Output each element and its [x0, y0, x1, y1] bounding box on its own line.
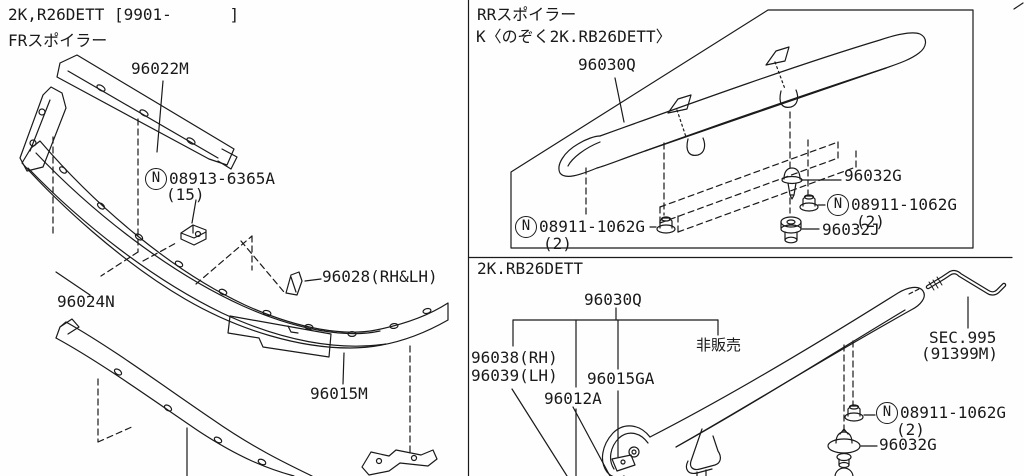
nut-icon — [844, 404, 864, 422]
callout-96032G-2k[interactable]: 96032G — [879, 435, 937, 454]
n-prefix-icon: N — [145, 168, 167, 190]
callout-96012A[interactable]: 96012A — [544, 389, 602, 408]
section-dividers — [467, 0, 1024, 476]
callout-96039[interactable]: 96039(LH) — [471, 366, 558, 385]
pin-icon — [781, 167, 803, 200]
qty-08911-right: (2) — [856, 212, 885, 231]
sec-ref-label[interactable]: SEC.995 — [929, 328, 997, 347]
nut-icon — [799, 194, 819, 212]
rear-wing-2k-drawing — [601, 286, 925, 476]
front-leader-lines — [55, 80, 345, 476]
callout-96015M[interactable]: 96015M — [310, 384, 368, 403]
rear-k-leader-lines — [614, 77, 842, 230]
front-spoiler-drawing — [19, 54, 449, 476]
qty-08911-left: (2) — [543, 234, 572, 253]
qty-08913-6365A: (15) — [166, 185, 205, 204]
callout-08911-1062G-2k[interactable]: N 08911-1062G — [876, 402, 1006, 424]
grommet-icon — [780, 216, 802, 244]
callout-96032J[interactable]: 96032J — [822, 220, 880, 239]
grommet-pin-icon — [827, 428, 861, 476]
callout-08913-6365A[interactable]: N 08913-6365A — [145, 168, 275, 190]
n-prefix-icon: N — [876, 402, 898, 424]
clip-icon — [285, 271, 303, 296]
callout-96024N[interactable]: 96024N — [57, 292, 115, 311]
rear-k-dashed-lines — [585, 111, 857, 233]
callout-96038[interactable]: 96038(RH) — [471, 348, 558, 367]
rear-k-section-subtitle: K〈のぞく2K.RB26DETT〉 — [476, 27, 672, 46]
screw-grommet-icon — [180, 224, 207, 246]
front-section-subtitle: FRスポイラー — [8, 31, 108, 50]
front-section-title: 2K,R26DETT [9901- ] — [8, 5, 240, 24]
callout-96022M[interactable]: 96022M — [131, 59, 189, 78]
callout-96030Q[interactable]: 96030Q — [578, 55, 636, 74]
not-sold-note: 非販売 — [696, 336, 742, 354]
front-dashed-lines — [52, 118, 411, 453]
stud-rod-icon — [925, 269, 1007, 296]
part-number: 08911-1062G — [900, 403, 1006, 422]
rear-wing-k-drawing — [558, 32, 927, 177]
callout-08911-1062G-right[interactable]: N 08911-1062G — [827, 194, 957, 216]
callout-08911-1062G-left[interactable]: N 08911-1062G — [515, 216, 645, 238]
rear-k-section-title: RRスポイラー — [477, 5, 577, 24]
rear-2k-section-title: 2K.RB26DETT — [477, 259, 583, 278]
part-number: 08911-1062G — [851, 195, 957, 214]
qty-08911-2k: (2) — [896, 420, 925, 439]
part-number: 08911-1062G — [539, 217, 645, 236]
part-number: 08913-6365A — [169, 169, 275, 188]
callout-96032G[interactable]: 96032G — [844, 166, 902, 185]
nut-icon — [656, 216, 676, 234]
callout-96015GA[interactable]: 96015GA — [587, 369, 655, 388]
n-prefix-icon: N — [827, 194, 849, 216]
callout-96028[interactable]: 96028(RH&LH) — [322, 267, 438, 286]
rear-2k-dashed-lines — [696, 287, 922, 476]
n-prefix-icon: N — [515, 216, 537, 238]
sec-part-label: (91399M) — [921, 344, 999, 363]
rear-2k-callout-lines — [511, 296, 969, 476]
callout-96030Q-2k[interactable]: 96030Q — [584, 290, 642, 309]
